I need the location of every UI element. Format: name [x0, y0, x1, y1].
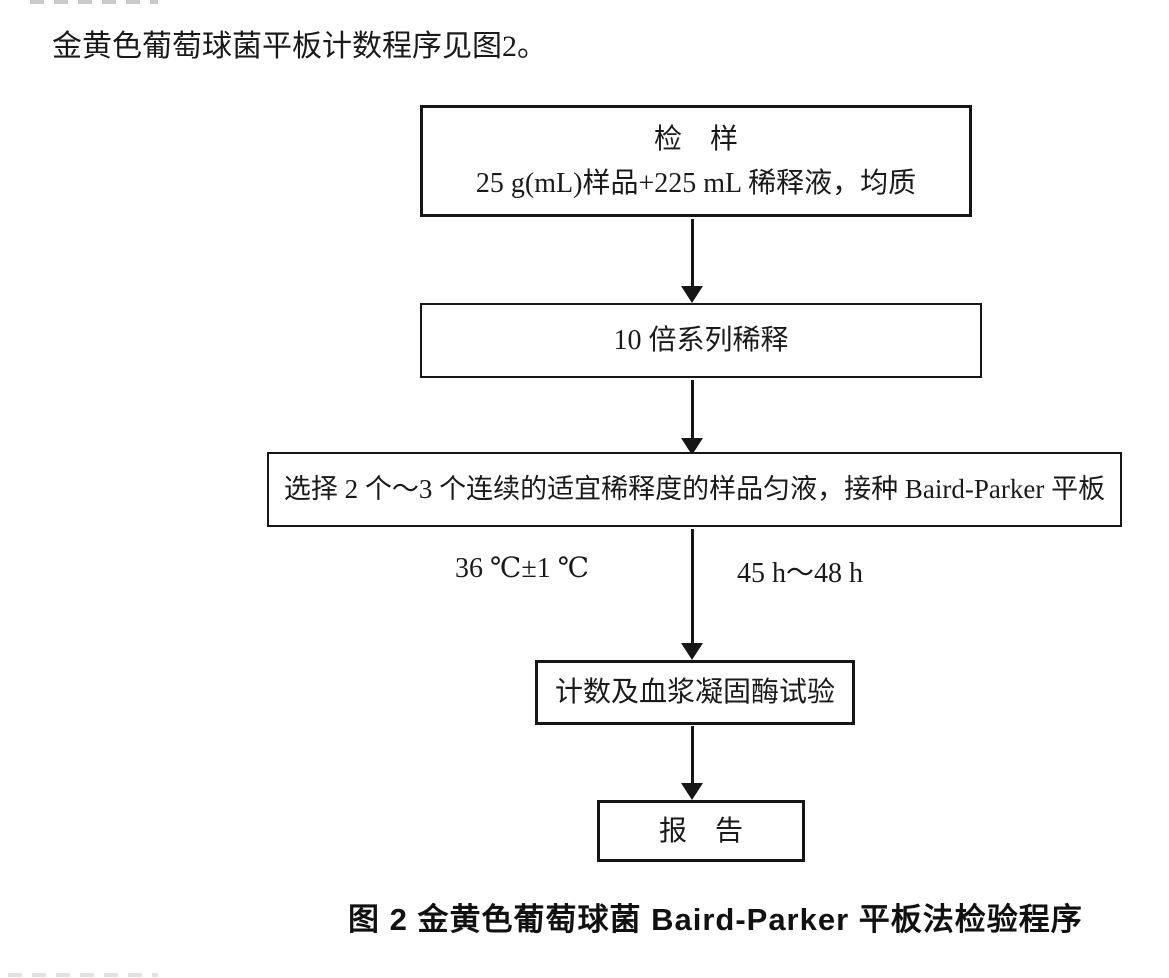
arrow-shaft	[690, 219, 694, 286]
intro-text: 金黄色葡萄球菌平板计数程序见图2。	[52, 30, 547, 63]
flow-box-report: 报 告	[597, 800, 805, 862]
flow-box-inoculation-title: 选择 2 个～3 个连续的适宜稀释度的样品匀液，接种 Baird-Parker …	[283, 473, 1106, 504]
arrow-head-icon	[681, 643, 703, 660]
arrow-head-icon	[681, 783, 703, 800]
flow-arrow-4	[681, 726, 703, 800]
arrow-head-icon	[681, 286, 703, 303]
flow-box-sample-title: 检 样	[653, 123, 738, 155]
flow-arrow-2	[681, 380, 703, 455]
clipped-text-fragment-bottom	[8, 973, 158, 977]
incubation-temperature-label: 36 ℃±1 ℃	[455, 553, 590, 584]
incubation-duration-label: 45 h～48 h	[737, 558, 864, 589]
flow-arrow-3	[681, 529, 703, 660]
clipped-text-fragment-top	[30, 0, 158, 4]
arrow-shaft	[690, 380, 694, 438]
figure-caption: 图 2 金黄色葡萄球菌 Baird-Parker 平板法检验程序	[348, 902, 1083, 937]
arrow-head-icon	[681, 438, 703, 455]
arrow-shaft	[690, 726, 694, 783]
flow-box-sample: 检 样 25 g(mL)样品+225 mL 稀释液，均质	[420, 105, 972, 217]
flow-arrow-1	[681, 219, 703, 303]
flow-box-counting-title: 计数及血浆凝固酶试验	[554, 677, 835, 708]
flow-box-report-title: 报 告	[658, 815, 743, 847]
flow-box-serial-dilution: 10 倍系列稀释	[420, 303, 982, 378]
arrow-shaft	[690, 529, 694, 643]
flow-box-sample-detail: 25 g(mL)样品+225 mL 稀释液，均质	[475, 167, 917, 199]
flow-box-inoculation: 选择 2 个～3 个连续的适宜稀释度的样品匀液，接种 Baird-Parker …	[267, 452, 1122, 527]
flow-box-serial-dilution-title: 10 倍系列稀释	[613, 325, 789, 356]
flow-box-counting-coagulase-test: 计数及血浆凝固酶试验	[535, 660, 855, 725]
